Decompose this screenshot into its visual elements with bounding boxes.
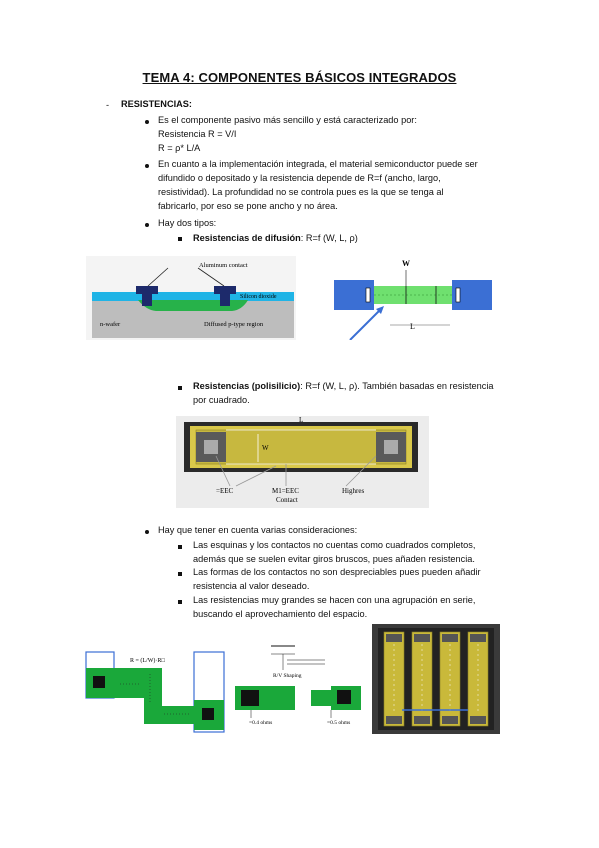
right-ohms-label: =0.5 ohms bbox=[327, 720, 350, 726]
bullet-dot bbox=[145, 530, 149, 534]
m1-eec-label: M1=EEC bbox=[272, 487, 299, 495]
section-dash: - bbox=[106, 100, 110, 110]
n-wafer-label: n-wafer bbox=[100, 321, 121, 328]
diffusion-top-view-figure: W L bbox=[334, 259, 492, 340]
consideration-3-line-2: buscando el aprovechamiento del espacio. bbox=[193, 609, 368, 619]
bullet-dot bbox=[145, 223, 149, 227]
sub-bullet bbox=[178, 545, 182, 549]
highres-label: Highres bbox=[342, 487, 364, 495]
bullet-3: Hay dos tipos: bbox=[158, 218, 217, 228]
sub-bullet-diffusion: Resistencias de difusión: R=f (W, L, ρ) bbox=[193, 231, 358, 246]
left-ohms-label: =0.4 ohms bbox=[249, 720, 272, 726]
sub-bullet-polysilicon-line-2: por cuadrado. bbox=[193, 395, 250, 405]
polysilicon-formula: : R=f (W, L, ρ). También basadas en resi… bbox=[300, 381, 494, 391]
resistor-path-figure: R = (L/W)·R□ bbox=[84, 644, 228, 734]
bullet-1-line-3: R = ρ* L/A bbox=[158, 143, 201, 153]
contact-label: Contact bbox=[276, 496, 298, 504]
bullet-2-line-3: resistividad). La profundidad no se cont… bbox=[158, 187, 444, 197]
bullet-2-line-1: En cuanto a la implementación integrada,… bbox=[158, 159, 478, 169]
aluminum-contact-label: Aluminum contact bbox=[199, 262, 248, 269]
bullet-2-line-4: fabricarlo, por eso se pone ancho y no á… bbox=[158, 201, 338, 211]
sub-bullet bbox=[178, 572, 182, 576]
bullet-dot bbox=[145, 164, 149, 168]
consideration-1-line-2: además que se suelen evitar giros brusco… bbox=[193, 554, 475, 564]
bullet-1-line-2: Resistencia R = V/I bbox=[158, 129, 237, 139]
shaping-label: R/V Shaping bbox=[273, 673, 302, 679]
diffused-region-label: Diffused p-type region bbox=[204, 321, 264, 328]
consideration-1-line-1: Las esquinas y los contactos no cuentas … bbox=[193, 540, 476, 550]
silicon-dioxide-label: Silicon dioxide bbox=[240, 294, 277, 300]
consideration-2-line-2: resistencia al valor deseado. bbox=[193, 581, 310, 591]
poly-length-label: L bbox=[299, 416, 303, 424]
consideration-2-line-1: Las formas de los contactos no son despr… bbox=[193, 567, 481, 577]
consideration-3-line-1: Las resistencias muy grandes se hacen co… bbox=[193, 595, 476, 605]
bullet-2-line-2: difundido o depositado y la resistencia … bbox=[158, 173, 441, 183]
sub-bullet bbox=[178, 600, 182, 604]
polysilicon-layout-figure: L W =EEC M1=EEC Contact Highres bbox=[176, 416, 429, 508]
diffusion-cross-section-figure: Aluminum contact Silicon dioxide n-wafer… bbox=[86, 256, 296, 340]
poly-width-label: W bbox=[262, 444, 269, 452]
sub-bullet bbox=[178, 237, 182, 241]
diffusion-term: Resistencias de difusión bbox=[193, 233, 301, 243]
bullet-4: Hay que tener en cuenta varias considera… bbox=[158, 525, 358, 535]
width-label: W bbox=[402, 259, 410, 268]
bullet-1-line-1: Es el componente pasivo más sencillo y e… bbox=[158, 115, 417, 125]
section-heading: RESISTENCIAS: bbox=[121, 99, 192, 109]
length-label: L bbox=[410, 322, 415, 331]
sub-bullet-polysilicon: Resistencias (polisilicio): R=f (W, L, ρ… bbox=[193, 379, 493, 394]
eec-label: =EEC bbox=[216, 487, 233, 495]
contact-shapes-figure: R/V Shaping =0.4 ohms =0.5 ohms bbox=[231, 644, 369, 734]
diffusion-formula: : R=f (W, L, ρ) bbox=[300, 233, 358, 243]
sub-bullet bbox=[178, 386, 182, 390]
series-resistor-layout-figure bbox=[372, 624, 500, 734]
polysilicon-term: Resistencias (polisilicio) bbox=[193, 381, 301, 391]
formula-label: R = (L/W)·R□ bbox=[130, 657, 165, 664]
page-title: TEMA 4: COMPONENTES BÁSICOS INTEGRADOS bbox=[142, 70, 457, 85]
bullet-dot bbox=[145, 120, 149, 124]
